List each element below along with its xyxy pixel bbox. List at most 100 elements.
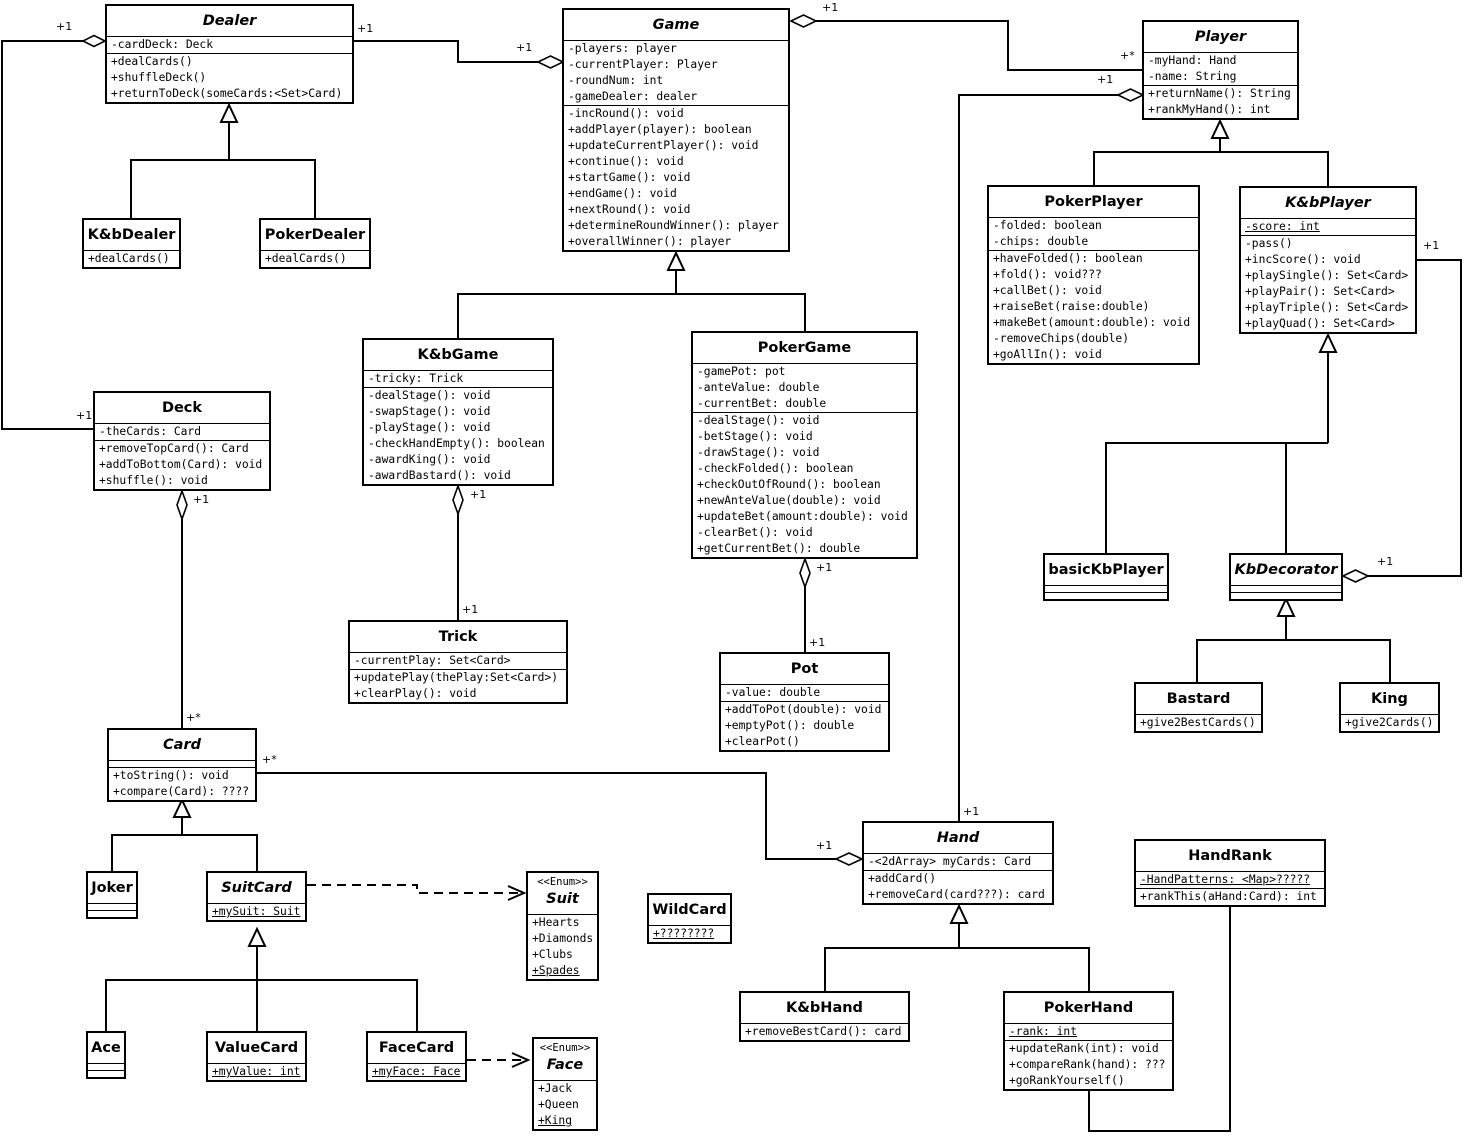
operation-row: +addPlayer(player): boolean [568,123,752,136]
operation-compartment: +???????? [649,925,730,942]
multiplicity-label: +1 [470,488,486,501]
operation-row: +Diamonds [532,932,594,945]
class-suitcard[interactable]: SuitCard+mySuit: Suit [206,871,307,922]
class-dealer[interactable]: Dealer-cardDeck: Deck+dealCards()+shuffl… [105,4,354,104]
class-facecard[interactable]: FaceCard +myFace: Face [366,1031,467,1082]
class-name: Joker [91,880,133,896]
attribute-compartment: -tricky: Trick [364,370,552,387]
class-king[interactable]: King+give2Cards() [1339,682,1440,733]
class-name: Deck [161,400,203,416]
operation-row: +returnToDeck(someCards:<Set>Card) [111,87,343,100]
attribute-compartment: -myHand: Hand-name: String [1144,52,1297,85]
class-name: FaceCard [378,1040,455,1056]
operation-row: +playQuad(): Set<Card> [1245,317,1395,330]
class-valuecard[interactable]: ValueCard+myValue: int [206,1031,307,1082]
operation-row: +makeBet(amount:double): void [993,316,1191,329]
attribute-row: -roundNum: int [568,74,664,87]
class-kbhand[interactable]: K&bHand+removeBestCard(): card [739,991,910,1042]
operation-row: +playPair(): Set<Card> [1245,285,1395,298]
operation-compartment: +give2Cards() [1341,714,1438,731]
attribute-row: -rank: int [1009,1025,1078,1038]
class-player[interactable]: Player-myHand: Hand-name: String+returnN… [1142,20,1299,120]
attribute-row: -tricky: Trick [368,372,464,385]
operation-row: -pass() [1245,237,1293,250]
class-name: K&bDealer [87,227,176,243]
multiplicity-label: +1 [963,805,979,818]
operation-compartment: +myFace: Face [368,1063,465,1080]
suitcard-generalization [105,979,418,1032]
class-suit[interactable]: <<Enum>>Suit+Hearts+Diamonds+Clubs+Spade… [526,871,599,981]
operation-row: +continue(): void [568,155,684,168]
operation-row: +rankThis(aHand:Card): int [1140,890,1317,903]
class-kbdealer[interactable]: K&bDealer +dealCards() [82,218,181,269]
class-basickbplayer[interactable]: basicKbPlayer [1043,553,1169,601]
attribute-compartment [88,1063,124,1070]
class-bastard[interactable]: Bastard+give2BestCards() [1134,682,1263,733]
class-deck[interactable]: Deck-theCards: Card+removeTopCard(): Car… [93,391,271,491]
suitcard-suit-dependency [307,884,522,894]
attribute-row: -players: player [568,42,677,55]
class-hand[interactable]: Hand-<2dArray> myCards: Card+addCard()+r… [862,821,1054,905]
class-face[interactable]: <<Enum>>Face+Jack+Queen+King [532,1037,598,1131]
class-kbdecorator[interactable]: KbDecorator [1229,553,1343,601]
operation-row: +clearPlay(): void [354,687,477,700]
class-name: Card [163,737,201,753]
operation-row: +rankMyHand(): int [1148,103,1271,116]
inheritance-arrowhead [666,250,686,271]
dependency-arrowhead [507,885,527,901]
game-generalization [457,293,806,338]
class-trick[interactable]: Trick-currentPlay: Set<Card>+updatePlay(… [348,620,568,704]
operation-row: +emptyPot(): double [725,719,855,732]
class-kbplayer[interactable]: K&bPlayer-score: int-pass()+incScore(): … [1239,186,1417,334]
class-kbgame[interactable]: K&bGame-tricky: Trick-dealStage(): void-… [362,338,554,486]
class-name: ValueCard [214,1040,299,1056]
class-pokerdealer[interactable]: PokerDealer+dealCards() [259,218,371,269]
class-handrank[interactable]: HandRank-HandPatterns: <Map>?????+rankTh… [1134,839,1326,907]
operation-row: +King [538,1114,573,1127]
class-game[interactable]: Game-players: player-currentPlayer: Play… [562,8,790,252]
dealer-deck-association [1,40,94,430]
aggregation-diamond [81,34,107,48]
class-stereotype: <<Enum>> [537,876,588,888]
operation-row: +shuffleDeck() [111,71,207,84]
operation-row: +playTriple(): Set<Card> [1245,301,1409,314]
attribute-compartment [88,903,136,910]
class-joker[interactable]: Joker [86,871,138,919]
attribute-row: -cardDeck: Deck [111,38,214,51]
attribute-compartment: -gamePot: pot-anteValue: double-currentB… [693,363,916,412]
attribute-row: -theCards: Card [99,425,202,438]
class-pokergame[interactable]: PokerGame-gamePot: pot-anteValue: double… [691,331,918,559]
class-card[interactable]: Card+toString(): void+compare(Card): ???… [107,728,257,802]
class-name: K&bPlayer [1285,195,1371,211]
game-player-association [816,20,1143,71]
class-wildcard[interactable]: WildCard+???????? [647,893,732,944]
kbplayer-kbdecorator-association [1368,259,1462,577]
operation-row: -incRound(): void [568,107,684,120]
operation-row: +updatePlay(thePlay:Set<Card>) [354,671,559,684]
aggregation-diamond [536,55,565,69]
operation-compartment: -dealStage(): void-betStage(): void-draw… [693,412,916,557]
class-ace[interactable]: Ace [86,1031,126,1079]
dealer-game-association [353,40,538,63]
attribute-row: -gamePot: pot [697,365,786,378]
operation-row: -removeChips(double) [993,332,1130,345]
attribute-compartment: -currentPlay: Set<Card> [350,652,566,669]
multiplicity-label: +1 [357,22,373,35]
class-pokerplayer[interactable]: PokerPlayer-folded: boolean-chips: doubl… [987,185,1200,365]
operation-row: +haveFolded(): boolean [993,252,1143,265]
operation-compartment: +dealCards() [84,250,179,267]
operation-row: +myFace: Face [372,1065,461,1078]
operation-row: +???????? [653,927,715,940]
attribute-row: -name: String [1148,70,1237,83]
operation-compartment: +removeBestCard(): card [741,1023,908,1040]
operation-row: +returnName(): String [1148,87,1291,100]
operation-row: +mySuit: Suit [212,905,301,918]
attribute-compartment: -rank: int [1005,1023,1172,1040]
operation-row: -drawStage(): void [697,446,820,459]
operation-row: +Queen [538,1098,579,1111]
operation-row: +startGame(): void [568,171,691,184]
class-pot[interactable]: Pot-value: double+addToPot(double): void… [719,652,890,752]
attribute-compartment [1231,585,1341,592]
class-pokerhand[interactable]: PokerHand-rank: int+updateRank(int): voi… [1003,991,1174,1091]
attribute-compartment [109,760,255,767]
